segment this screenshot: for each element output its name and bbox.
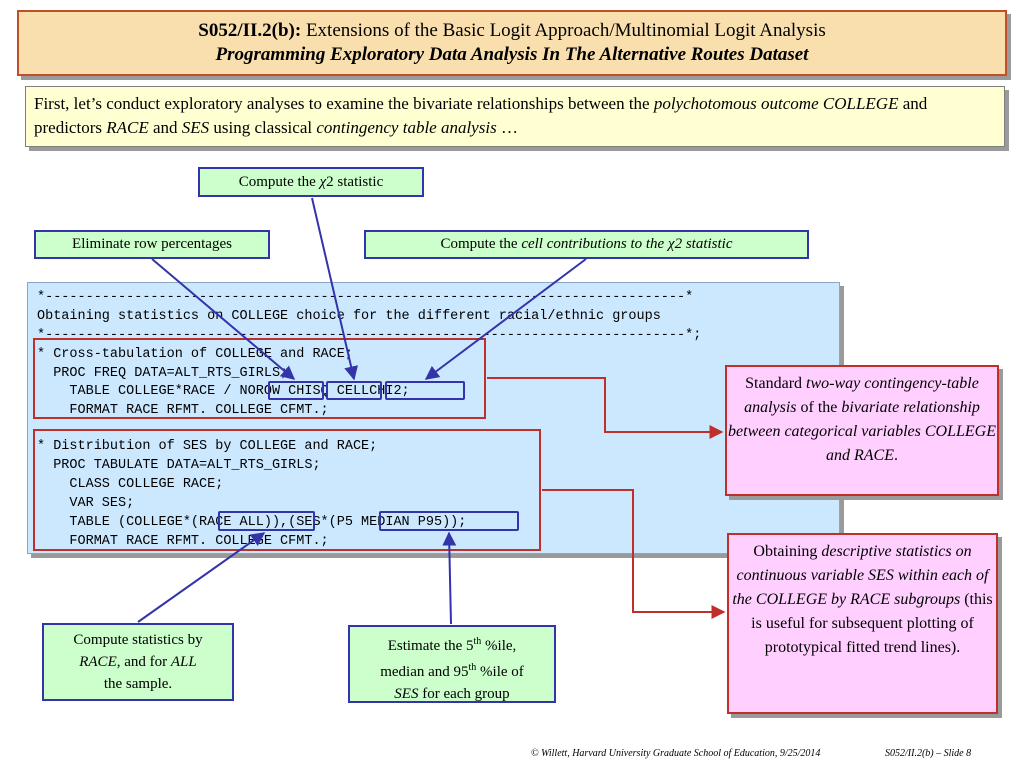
callout-text: %ile,	[481, 638, 517, 654]
title-text-1: Extensions of the Basic Logit Approach/M…	[305, 20, 826, 41]
callout-percentiles: Estimate the 5th %ile, median and 95th %…	[348, 625, 556, 703]
callout-text: Compute statistics by	[73, 632, 203, 648]
callout-race-all: Compute statistics by RACE, and for ALL …	[42, 623, 234, 701]
callout-italic: cell contributions to the	[521, 236, 668, 252]
intro-text: and	[148, 118, 182, 137]
race-all-highlight	[218, 511, 315, 531]
chi-symbol: χ	[667, 236, 675, 252]
cellchi2-highlight	[385, 381, 465, 400]
callout-text: Estimate the 5	[387, 638, 474, 654]
callout-chi2-statistic: Compute the χ2 statistic	[198, 167, 424, 197]
callout-line: median and 95th %ile of	[350, 657, 554, 683]
code-line: * Distribution of SES by COLLEGE and RAC…	[37, 439, 378, 454]
callout-text: the sample.	[103, 676, 173, 692]
chi-symbol: χ	[319, 174, 327, 190]
callout-text: 2 statistic	[326, 174, 384, 190]
intro-text: using classical	[209, 118, 317, 137]
intro-text-box: First, let’s conduct exploratory analyse…	[25, 86, 1005, 147]
code-line: Obtaining statistics on COLLEGE choice f…	[37, 309, 661, 324]
code-line: *---------------------------------------…	[37, 290, 694, 305]
note-italic: two-way contingency-table analysis	[744, 375, 979, 416]
intro-race: RACE	[106, 118, 149, 137]
footer-copyright: © Willett, Harvard University Graduate S…	[531, 748, 821, 759]
callout-line: SES for each group	[350, 683, 554, 705]
intro-method: contingency table analysis	[316, 118, 497, 137]
note-descriptive-stats: Obtaining descriptive statistics on cont…	[727, 533, 998, 714]
callout-row-percentages: Eliminate row percentages	[34, 230, 270, 259]
norow-highlight	[268, 381, 324, 400]
callout-text: median and 95	[380, 664, 469, 680]
callout-italic: 2 statistic	[674, 236, 733, 252]
callout-italic: RACE	[79, 654, 117, 670]
note-text: Standard	[745, 375, 807, 392]
callout-italic: SES	[394, 686, 419, 702]
note-text: .	[894, 447, 898, 464]
intro-outcome: polychotomous outcome COLLEGE	[653, 94, 899, 113]
freq-procedure-frame	[33, 338, 486, 419]
note-italic: bivariate relationship between categoric…	[728, 399, 996, 464]
intro-text: …	[496, 118, 518, 137]
callout-text: Compute the	[238, 174, 320, 190]
intro-text: and predictors	[34, 94, 928, 137]
callout-text: %ile of	[476, 664, 524, 680]
callout-text: Compute the	[440, 236, 522, 252]
note-italic: descriptive statistics on continuous var…	[732, 543, 989, 608]
note-contingency-table: Standard two-way contingency-table analy…	[725, 365, 999, 496]
callout-text: , and for	[116, 654, 171, 670]
callout-line: Estimate the 5th %ile,	[350, 631, 554, 657]
title-line-1: S052/II.2(b): Extensions of the Basic Lo…	[19, 19, 1005, 43]
code-line: PROC TABULATE DATA=ALT_RTS_GIRLS;	[37, 458, 321, 473]
intro-text: First, let’s conduct exploratory analyse…	[34, 94, 654, 113]
note-text: (this is useful for subsequent plotting …	[751, 591, 993, 656]
code-line: VAR SES;	[37, 496, 135, 511]
note-text: of the	[796, 399, 842, 416]
code-line: FORMAT RACE RFMT. COLLEGE CFMT.;	[37, 403, 329, 418]
slide-footer: © Willett, Harvard University Graduate S…	[0, 744, 1024, 764]
intro-ses: SES	[181, 118, 210, 137]
callout-line: RACE, and for ALL	[44, 651, 232, 673]
note-text: Obtaining	[753, 543, 822, 560]
callout-text: for each group	[418, 686, 510, 702]
footer-slide-number: S052/II.2(b) – Slide 8	[885, 748, 972, 759]
code-line: TABLE (COLLEGE*(RACE ALL)),(SES*(P5 MEDI…	[37, 515, 467, 530]
code-line: CLASS COLLEGE RACE;	[37, 477, 224, 492]
percentiles-highlight	[379, 511, 519, 531]
chisq-highlight	[326, 381, 382, 400]
callout-cell-contributions: Compute the cell contributions to the χ2…	[364, 230, 809, 259]
tabulate-procedure-frame	[33, 429, 541, 551]
superscript: th	[473, 636, 482, 647]
superscript: th	[468, 662, 477, 673]
title-line-2: Programming Exploratory Data Analysis In…	[215, 44, 809, 65]
slide-title: S052/II.2(b): Extensions of the Basic Lo…	[17, 10, 1007, 76]
title-code: S052/II.2(b):	[198, 20, 302, 41]
callout-italic: ALL	[170, 654, 197, 670]
